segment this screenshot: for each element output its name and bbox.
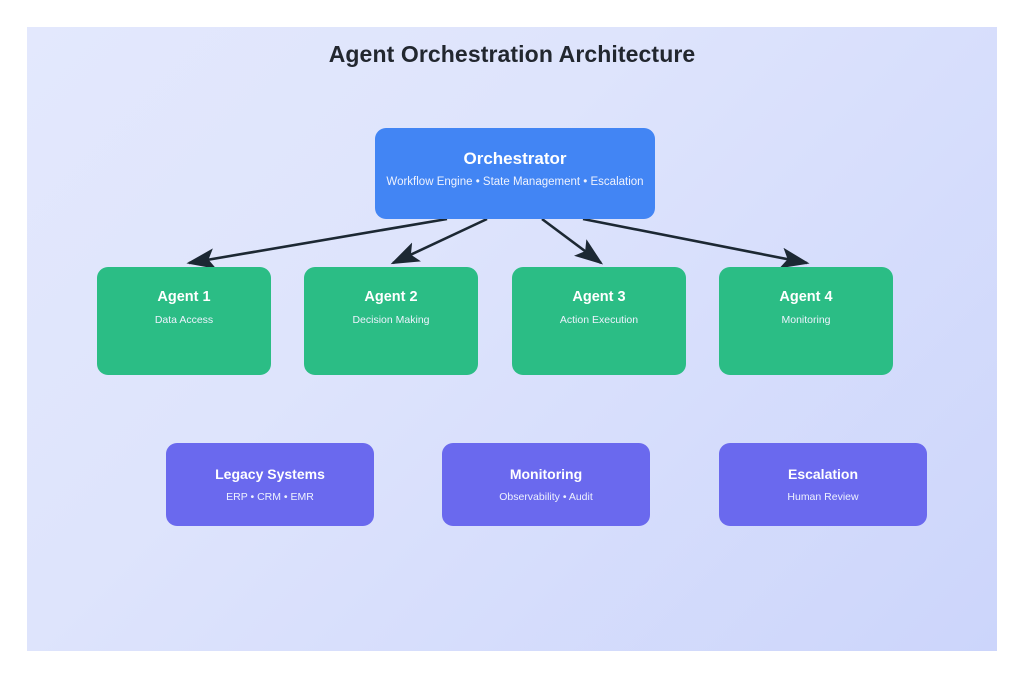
node-subtitle: Decision Making (352, 314, 430, 326)
node-subtitle: Data Access (154, 314, 214, 326)
node-title: Agent 2 (364, 289, 418, 305)
node-subtitle: Observability • Audit (499, 491, 593, 503)
node-subtitle: ERP • CRM • EMR (226, 491, 314, 503)
node-title: Legacy Systems (215, 466, 325, 482)
agent-node-agent-2[interactable]: Agent 2 Decision Making (304, 267, 478, 375)
node-subtitle: Human Review (787, 491, 859, 503)
connector-arrow-agent-2 (390, 217, 488, 265)
node-title: Agent 3 (572, 289, 626, 305)
node-title: Orchestrator (463, 149, 567, 168)
agent-node-agent-3[interactable]: Agent 3 Action Execution (512, 267, 686, 375)
node-subtitle: Monitoring (781, 314, 831, 326)
node-subtitle: Workflow Engine • State Management • Esc… (386, 176, 644, 188)
page-title: Agent Orchestration Architecture (328, 41, 696, 67)
connector-arrow-agent-3 (541, 217, 604, 265)
node-title: Monitoring (509, 466, 583, 482)
connector-arrow-agent-1 (186, 217, 448, 269)
agent-node-agent-4[interactable]: Agent 4 Monitoring (719, 267, 893, 375)
node-title: Escalation (787, 466, 859, 482)
node-title: Agent 1 (157, 289, 211, 305)
node-title: Agent 4 (779, 289, 833, 305)
diagram-canvas: Agent Orchestration Architecture Orchest… (27, 27, 997, 651)
agent-node-agent-1[interactable]: Agent 1 Data Access (97, 267, 271, 375)
connector-arrow-agent-4 (582, 217, 810, 269)
node-subtitle: Action Execution (559, 314, 639, 326)
